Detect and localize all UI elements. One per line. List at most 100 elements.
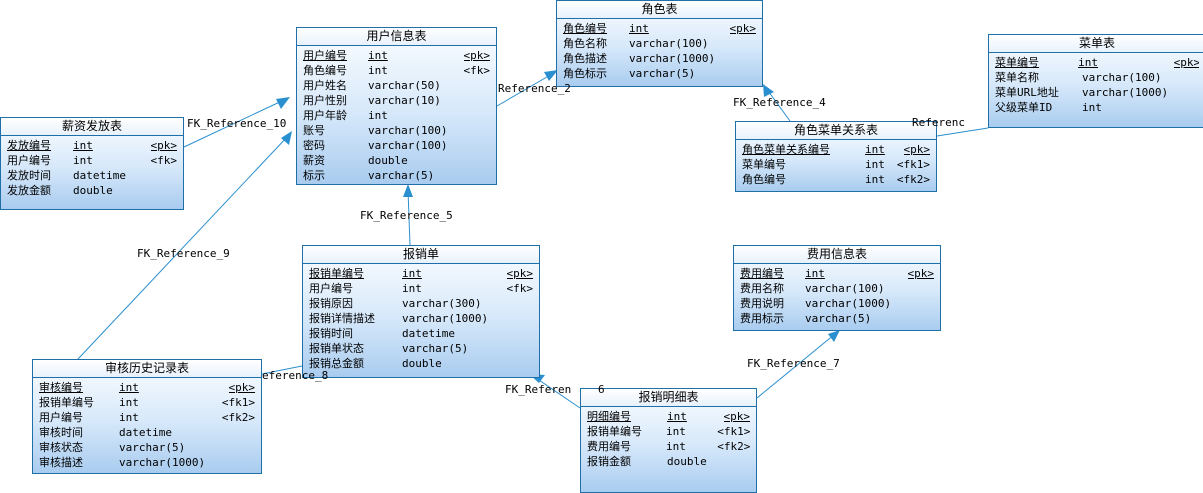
column-key: <fk2> bbox=[221, 411, 255, 424]
column-key: <pk> bbox=[903, 143, 931, 156]
column-key: <pk> bbox=[506, 267, 534, 280]
link-salary-user[interactable] bbox=[183, 99, 285, 148]
entity-title: 报销明细表 bbox=[581, 389, 756, 407]
column-type: int bbox=[402, 282, 422, 295]
column-name: 用户年龄 bbox=[303, 109, 347, 122]
column-name: 用户编号 bbox=[7, 154, 51, 167]
ref-label-3: Referenc bbox=[912, 116, 965, 129]
ref-label-6: FK_Referen bbox=[505, 383, 572, 396]
column-name: 父级菜单ID bbox=[995, 101, 1053, 114]
column-type: varchar(5) bbox=[119, 441, 186, 454]
column-name: 用户编号 bbox=[309, 282, 353, 295]
link-user-role[interactable] bbox=[496, 73, 553, 107]
column-key: <fk1> bbox=[896, 158, 930, 171]
column-name: 报销原因 bbox=[309, 297, 353, 310]
column-name: 菜单编号 bbox=[995, 56, 1039, 69]
column-type: double bbox=[667, 455, 707, 468]
ref-label-8: eference_8 bbox=[262, 369, 329, 382]
column-type: datetime bbox=[73, 169, 126, 182]
column-key: <pk> bbox=[729, 22, 757, 35]
column-type: double bbox=[368, 154, 408, 167]
ref-label-5: FK_Reference_5 bbox=[360, 209, 453, 222]
link-detail-claim[interactable] bbox=[535, 377, 581, 409]
column-key: <pk> bbox=[1173, 56, 1199, 69]
column-name: 明细编号 bbox=[587, 410, 631, 423]
column-type: int bbox=[119, 396, 139, 409]
column-type: varchar(1000) bbox=[805, 297, 892, 310]
link-audit-claim[interactable] bbox=[261, 365, 303, 375]
column-type: int bbox=[667, 410, 687, 423]
column-type: int bbox=[368, 64, 388, 77]
column-key: <pk> bbox=[907, 267, 935, 280]
column-name: 角色编号 bbox=[303, 64, 347, 77]
column-key: <pk> bbox=[463, 49, 491, 62]
column-name: 密码 bbox=[303, 139, 325, 152]
column-name: 用户编号 bbox=[39, 411, 83, 424]
link-audit-user[interactable] bbox=[77, 135, 289, 360]
ref-label-4: FK_Reference_4 bbox=[733, 96, 826, 109]
column-type: varchar(5) bbox=[629, 67, 696, 80]
column-name: 报销单状态 bbox=[309, 342, 364, 355]
column-key: <pk> bbox=[150, 139, 178, 152]
column-name: 费用标示 bbox=[740, 312, 784, 325]
column-type: double bbox=[73, 184, 113, 197]
ref-label-9: FK_Reference_9 bbox=[137, 247, 230, 260]
column-key: <fk1> bbox=[221, 396, 255, 409]
entity-title: 菜单表 bbox=[989, 35, 1203, 53]
column-name: 账号 bbox=[303, 124, 325, 137]
column-name: 审核编号 bbox=[39, 381, 83, 394]
column-key: <fk1> bbox=[717, 425, 750, 438]
column-type: varchar(100) bbox=[805, 282, 885, 295]
column-name: 菜单URL地址 bbox=[995, 86, 1059, 99]
column-name: 用户姓名 bbox=[303, 79, 347, 92]
link-rolemenu-menu[interactable] bbox=[936, 127, 989, 137]
link-detail-expense[interactable] bbox=[756, 333, 836, 399]
link-claim-user[interactable] bbox=[407, 189, 411, 246]
column-type: int bbox=[119, 381, 139, 394]
arrowhead-user-2 bbox=[403, 184, 413, 197]
column-name: 报销总金额 bbox=[309, 357, 364, 370]
column-type: int bbox=[665, 440, 686, 453]
column-name: 角色描述 bbox=[563, 52, 607, 65]
